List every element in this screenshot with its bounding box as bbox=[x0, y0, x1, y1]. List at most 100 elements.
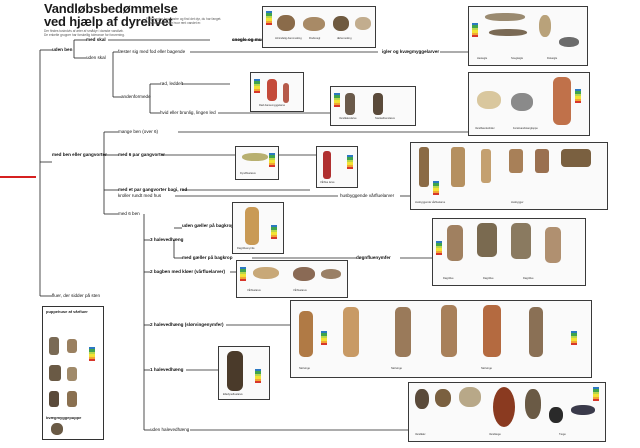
red-larva-image bbox=[323, 151, 331, 179]
stonefly-image bbox=[441, 305, 457, 357]
title-line-2: ved hjælp af dyrelivet bbox=[44, 14, 173, 29]
pupa-image bbox=[51, 423, 63, 435]
legend-footer: kvægmyggepuppe bbox=[46, 415, 82, 420]
caption: Snegleigle bbox=[511, 57, 524, 60]
bug-image bbox=[571, 405, 595, 415]
label-med-skal: med skal bbox=[86, 37, 106, 42]
label-2-bagben: 2 bagben med kløer (vårfluelarver) bbox=[150, 269, 226, 274]
title-line-1: Vandløbsbedømmelse bbox=[44, 1, 178, 16]
grub-image bbox=[373, 93, 383, 115]
label-uden-skal: uden skal bbox=[86, 55, 106, 60]
label-igler-larver: igler og kvægmyggelarver bbox=[382, 49, 440, 54]
label-med-6-par: med 6 par gangvorter bbox=[118, 152, 165, 157]
caption: Slørvinge bbox=[391, 367, 402, 370]
label-husbyggende: husbyggende vårfluelarver bbox=[340, 193, 395, 198]
box-white-grubs: Vandkalvelarve Stankelbenslarve bbox=[330, 86, 416, 126]
crayfish-image bbox=[553, 77, 571, 125]
beetle-image bbox=[525, 389, 541, 419]
pollution-scale bbox=[89, 347, 95, 362]
nymph-image bbox=[245, 207, 259, 245]
caption: Slørvinge bbox=[299, 367, 310, 370]
label-doegnfluenymfer: døgnfluenymfer bbox=[356, 255, 391, 260]
larva-image bbox=[242, 153, 268, 161]
pollution-scale bbox=[269, 153, 275, 168]
label-uden-hale: uden halevedhæng bbox=[150, 427, 190, 432]
pollution-scale bbox=[593, 387, 599, 402]
pollution-scale bbox=[321, 331, 327, 346]
mayfly-image bbox=[477, 223, 497, 257]
caption: Vandkalvelarve bbox=[339, 117, 357, 120]
box-cased-caddis: Husbyggende vårfluelarve Husbygger bbox=[410, 142, 608, 210]
case-image bbox=[509, 149, 523, 173]
alderfly-larva-image bbox=[227, 351, 243, 391]
caption: Husbyggende vårfluelarve bbox=[415, 201, 446, 204]
pupal-case-legend: puppehuse af vårfluer kvægmyggepuppe bbox=[42, 306, 104, 440]
mayfly-image bbox=[447, 225, 463, 261]
amphipod-image bbox=[511, 93, 533, 111]
caption: Vårfluelarve bbox=[247, 289, 261, 292]
intro-line: Der findes tusindvis af arter af smådyr … bbox=[44, 29, 124, 33]
caption: Flodsnegl bbox=[309, 37, 321, 40]
pollution-scale bbox=[334, 93, 340, 108]
pupal-case-image bbox=[49, 365, 61, 381]
mayfly-image bbox=[545, 227, 561, 263]
pollution-scale bbox=[436, 241, 442, 256]
box-one-pair: Vårflue larve bbox=[316, 146, 358, 188]
stonefly-image bbox=[299, 311, 313, 357]
intro-line: Følg nøglen fra venstre og find det dyr,… bbox=[146, 17, 222, 21]
caddis-image bbox=[253, 267, 279, 279]
isopod-image bbox=[477, 91, 501, 109]
label-roed-leddelt: rød, leddelt bbox=[160, 81, 183, 86]
snail-image bbox=[333, 16, 349, 31]
caption: Hestegle bbox=[477, 57, 488, 60]
caption: Husbygger bbox=[511, 201, 524, 204]
intro-line: De enkelte grupper har forskellig tolera… bbox=[44, 32, 125, 37]
caption: Dyndfluelarve bbox=[240, 172, 256, 175]
intro-text: Der findes tusindvis af arter af smådyr … bbox=[44, 29, 144, 38]
page-title: Vandløbsbedømmelse ved hjælp af dyrelive… bbox=[44, 2, 178, 28]
caption: Vandbænkebider bbox=[475, 127, 495, 130]
red-larva-image bbox=[267, 79, 277, 101]
pollution-scale bbox=[472, 23, 478, 38]
caption: Fiskeigle bbox=[547, 57, 558, 60]
intro-line: Farveskalaen viser hvor rent vandet er. bbox=[146, 20, 202, 25]
caption: Vandkalv bbox=[415, 433, 426, 436]
caption: Elledynefluelarve bbox=[223, 393, 243, 396]
label-med-ben: med ben eller gangvorter bbox=[52, 152, 107, 157]
box-no-gills: Døgnfluenymfe bbox=[232, 202, 284, 254]
box-many-legs: Vandbænkebider Ferskvandstangloppe bbox=[468, 72, 590, 136]
caption: Ærtemusling bbox=[337, 37, 352, 40]
pollution-scale bbox=[240, 267, 246, 282]
stonefly-image bbox=[343, 307, 359, 357]
larva-image bbox=[539, 15, 551, 37]
caption: Vårflue larve bbox=[320, 181, 335, 184]
label-andenformede: andenformede bbox=[121, 94, 151, 99]
label-med-gaeller: med gæller på bagkrop bbox=[182, 255, 233, 260]
shell-image bbox=[355, 17, 371, 30]
pollution-scale bbox=[271, 225, 277, 240]
bug-image bbox=[435, 389, 451, 407]
label-mange-ben: mange ben (over 6) bbox=[118, 129, 159, 134]
intro-text-right: Følg nøglen fra venstre og find det dyr,… bbox=[146, 17, 256, 26]
caption: Stankelbenslarve bbox=[375, 117, 395, 120]
box-leeches-larvae: Hestegle Snegleigle Fiskeigle bbox=[468, 6, 588, 66]
pupal-case-image bbox=[67, 339, 77, 353]
label-hvid-brunlig: hvid eller brunlig, lingen led bbox=[160, 110, 216, 115]
stonefly-image bbox=[529, 307, 543, 357]
leech-image bbox=[489, 29, 527, 36]
box-mayfly-nymphs: Døgnflue Døgnflue Døgnflue bbox=[432, 218, 586, 286]
caption: Døgnfluenymfe bbox=[237, 247, 255, 250]
pupal-case-image bbox=[67, 367, 77, 381]
caption: Slørvinge bbox=[481, 367, 492, 370]
caption: Døgnflue bbox=[483, 277, 494, 280]
box-beetles-bugs: Vandkalv Vandtæge Tæge bbox=[408, 382, 606, 442]
label-2-haler: 2 halevedhæng (slørvingenymfer) bbox=[150, 322, 224, 327]
caption: Rød dansemyggelarve bbox=[259, 104, 286, 107]
label-med-6-ben: med 6 ben bbox=[118, 211, 140, 216]
pollution-scale bbox=[575, 89, 581, 104]
case-image bbox=[451, 147, 465, 187]
caption: Almindelig dammusling bbox=[275, 37, 302, 40]
box-one-tail: Elledynefluelarve bbox=[218, 346, 270, 400]
stonefly-image bbox=[395, 307, 411, 357]
pollution-scale bbox=[571, 331, 577, 346]
